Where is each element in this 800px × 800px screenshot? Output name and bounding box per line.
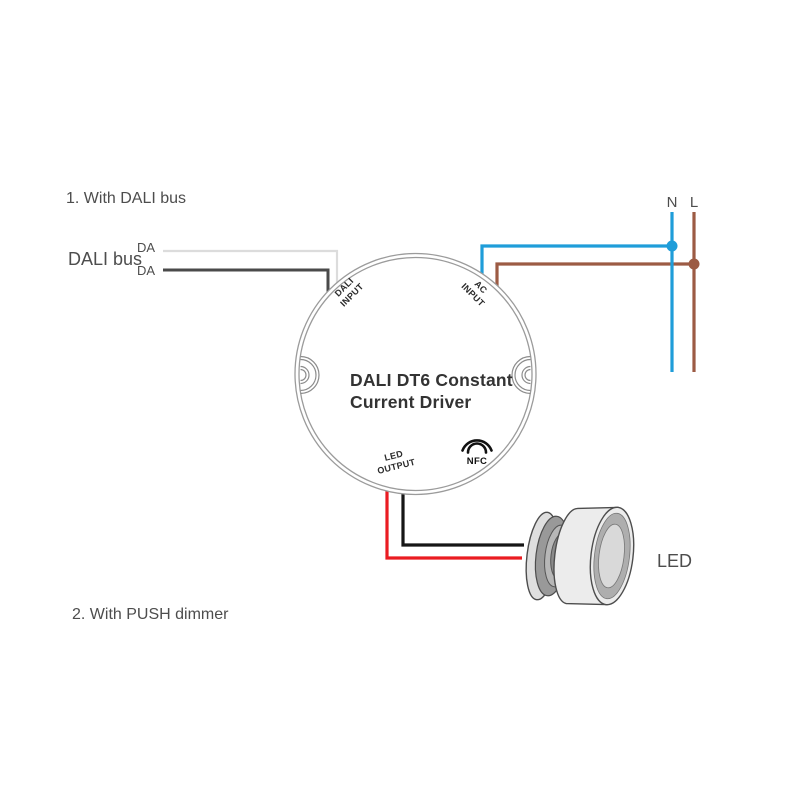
wire-dali-da1 xyxy=(163,249,339,288)
wire-ac-neutral xyxy=(480,244,672,280)
junction-dot-live xyxy=(688,258,700,270)
driver-body-inner-rim xyxy=(298,256,533,492)
driver-title-line2: Current Driver xyxy=(350,392,472,412)
fixture-lens xyxy=(598,523,625,589)
da-wire-label-2: DA xyxy=(137,263,156,278)
driver-title: DALI DT6 Constant Current Driver xyxy=(350,369,513,413)
mains-live-label: L xyxy=(689,194,699,211)
nfc-label: NFC xyxy=(466,456,488,467)
da-wire-label-1: DA xyxy=(137,240,156,255)
wire-ac-live xyxy=(495,262,694,292)
mains-neutral-label: N xyxy=(666,194,678,211)
mounting-tab-right xyxy=(511,355,531,395)
driver-body xyxy=(294,252,537,496)
mounting-tab-left xyxy=(300,355,320,395)
junction-dot-neutral xyxy=(666,240,678,252)
driver-title-line1: DALI DT6 Constant xyxy=(350,370,513,390)
wire-led-negative xyxy=(401,486,524,547)
led-fixture-label: LED xyxy=(657,551,693,571)
section-2-title: 2. With PUSH dimmer xyxy=(72,606,229,623)
nfc-icon xyxy=(461,439,493,454)
wire-dali-da2 xyxy=(163,268,330,296)
section-1-title: 1. With DALI bus xyxy=(66,190,187,207)
dali-bus-label: DALI bus xyxy=(68,249,143,269)
wire-led-positive xyxy=(385,484,522,560)
led-fixture-icon xyxy=(525,506,635,606)
